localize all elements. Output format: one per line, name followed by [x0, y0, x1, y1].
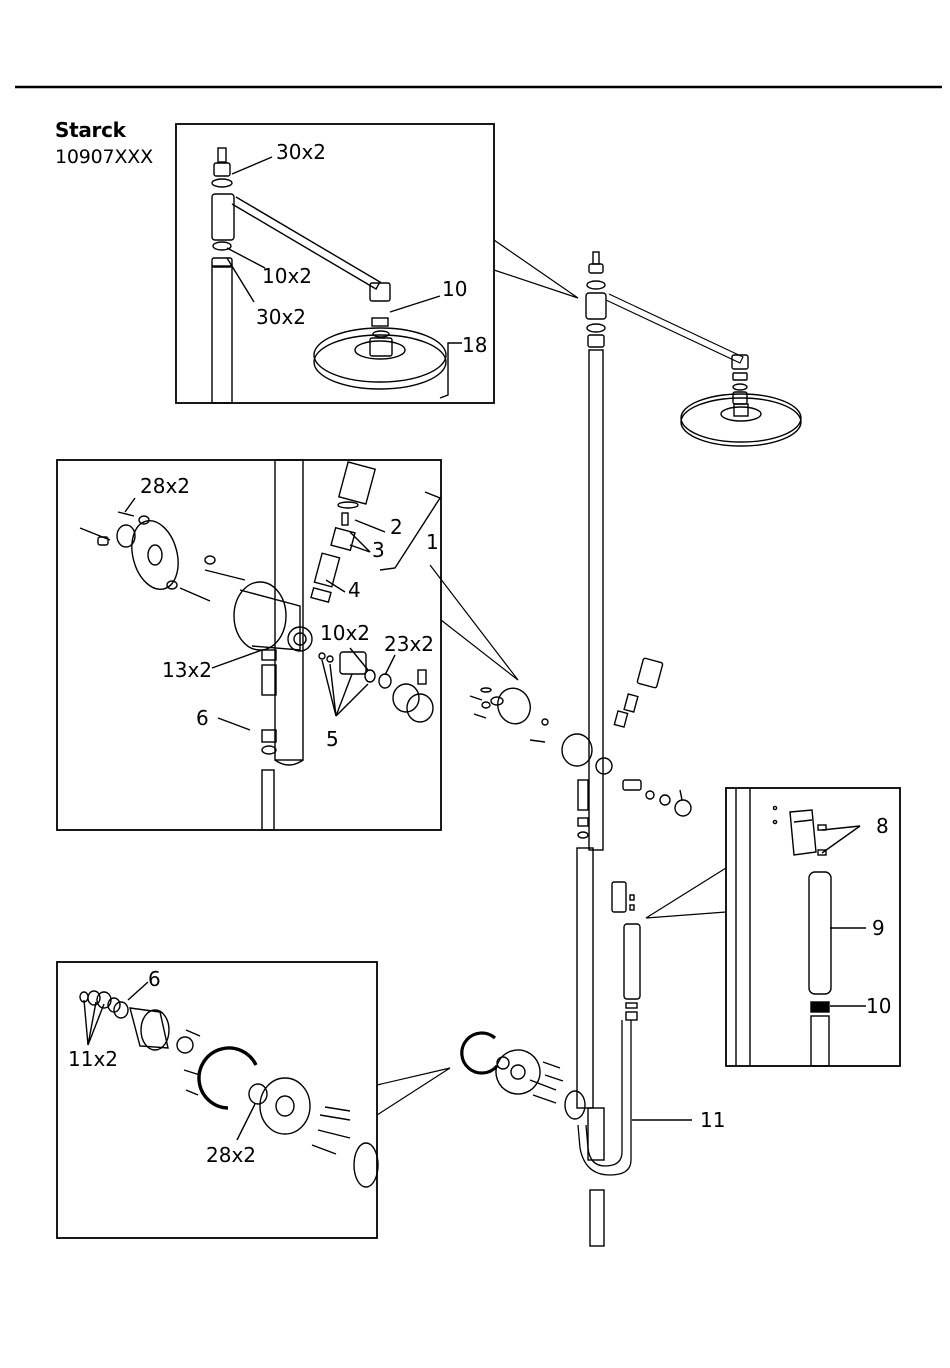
main-shower-assembly [462, 252, 801, 1246]
callout-mixer-10x2: 10x2 [320, 621, 370, 645]
panel-shower-head-detail: 30x2 10x2 30x2 10 18 [176, 124, 578, 403]
panel-wall-connection-detail: 6 11x2 28x2 [57, 962, 450, 1238]
callout-bottom-11x2: 11x2 [68, 1047, 118, 1071]
callout-mixer-13x2: 13x2 [162, 658, 212, 682]
callout-top-10: 10 [442, 277, 467, 301]
callout-mixer-3: 3 [372, 538, 385, 562]
callout-hand-9: 9 [872, 916, 885, 940]
callout-top-30x2-a: 30x2 [276, 140, 326, 164]
callout-bottom-28x2: 28x2 [206, 1143, 256, 1167]
panel-mixer-detail: 28x2 2 3 1 4 10x2 23x2 13x2 5 6 [57, 460, 518, 830]
callout-hand-10: 10 [866, 994, 891, 1018]
callout-main-hose: 11 [632, 1108, 725, 1132]
callout-mixer-23x2: 23x2 [384, 632, 434, 656]
callout-mixer-28x2: 28x2 [140, 474, 190, 498]
callout-top-30x2-b: 30x2 [256, 305, 306, 329]
callout-mixer-2: 2 [390, 515, 403, 539]
callout-top-18: 18 [462, 333, 487, 357]
callout-top-10x2: 10x2 [262, 264, 312, 288]
detail-frame-bottom [57, 962, 377, 1238]
callout-bottom-6: 6 [148, 967, 161, 991]
callout-mixer-4: 4 [348, 578, 361, 602]
callout-mixer-5: 5 [326, 727, 339, 751]
panel-hand-shower-detail: 8 9 10 [646, 788, 900, 1066]
callout-mixer-6: 6 [196, 706, 209, 730]
callout-main-11: 11 [700, 1108, 725, 1132]
callout-mixer-1: 1 [426, 530, 439, 554]
callout-hand-8: 8 [876, 814, 889, 838]
